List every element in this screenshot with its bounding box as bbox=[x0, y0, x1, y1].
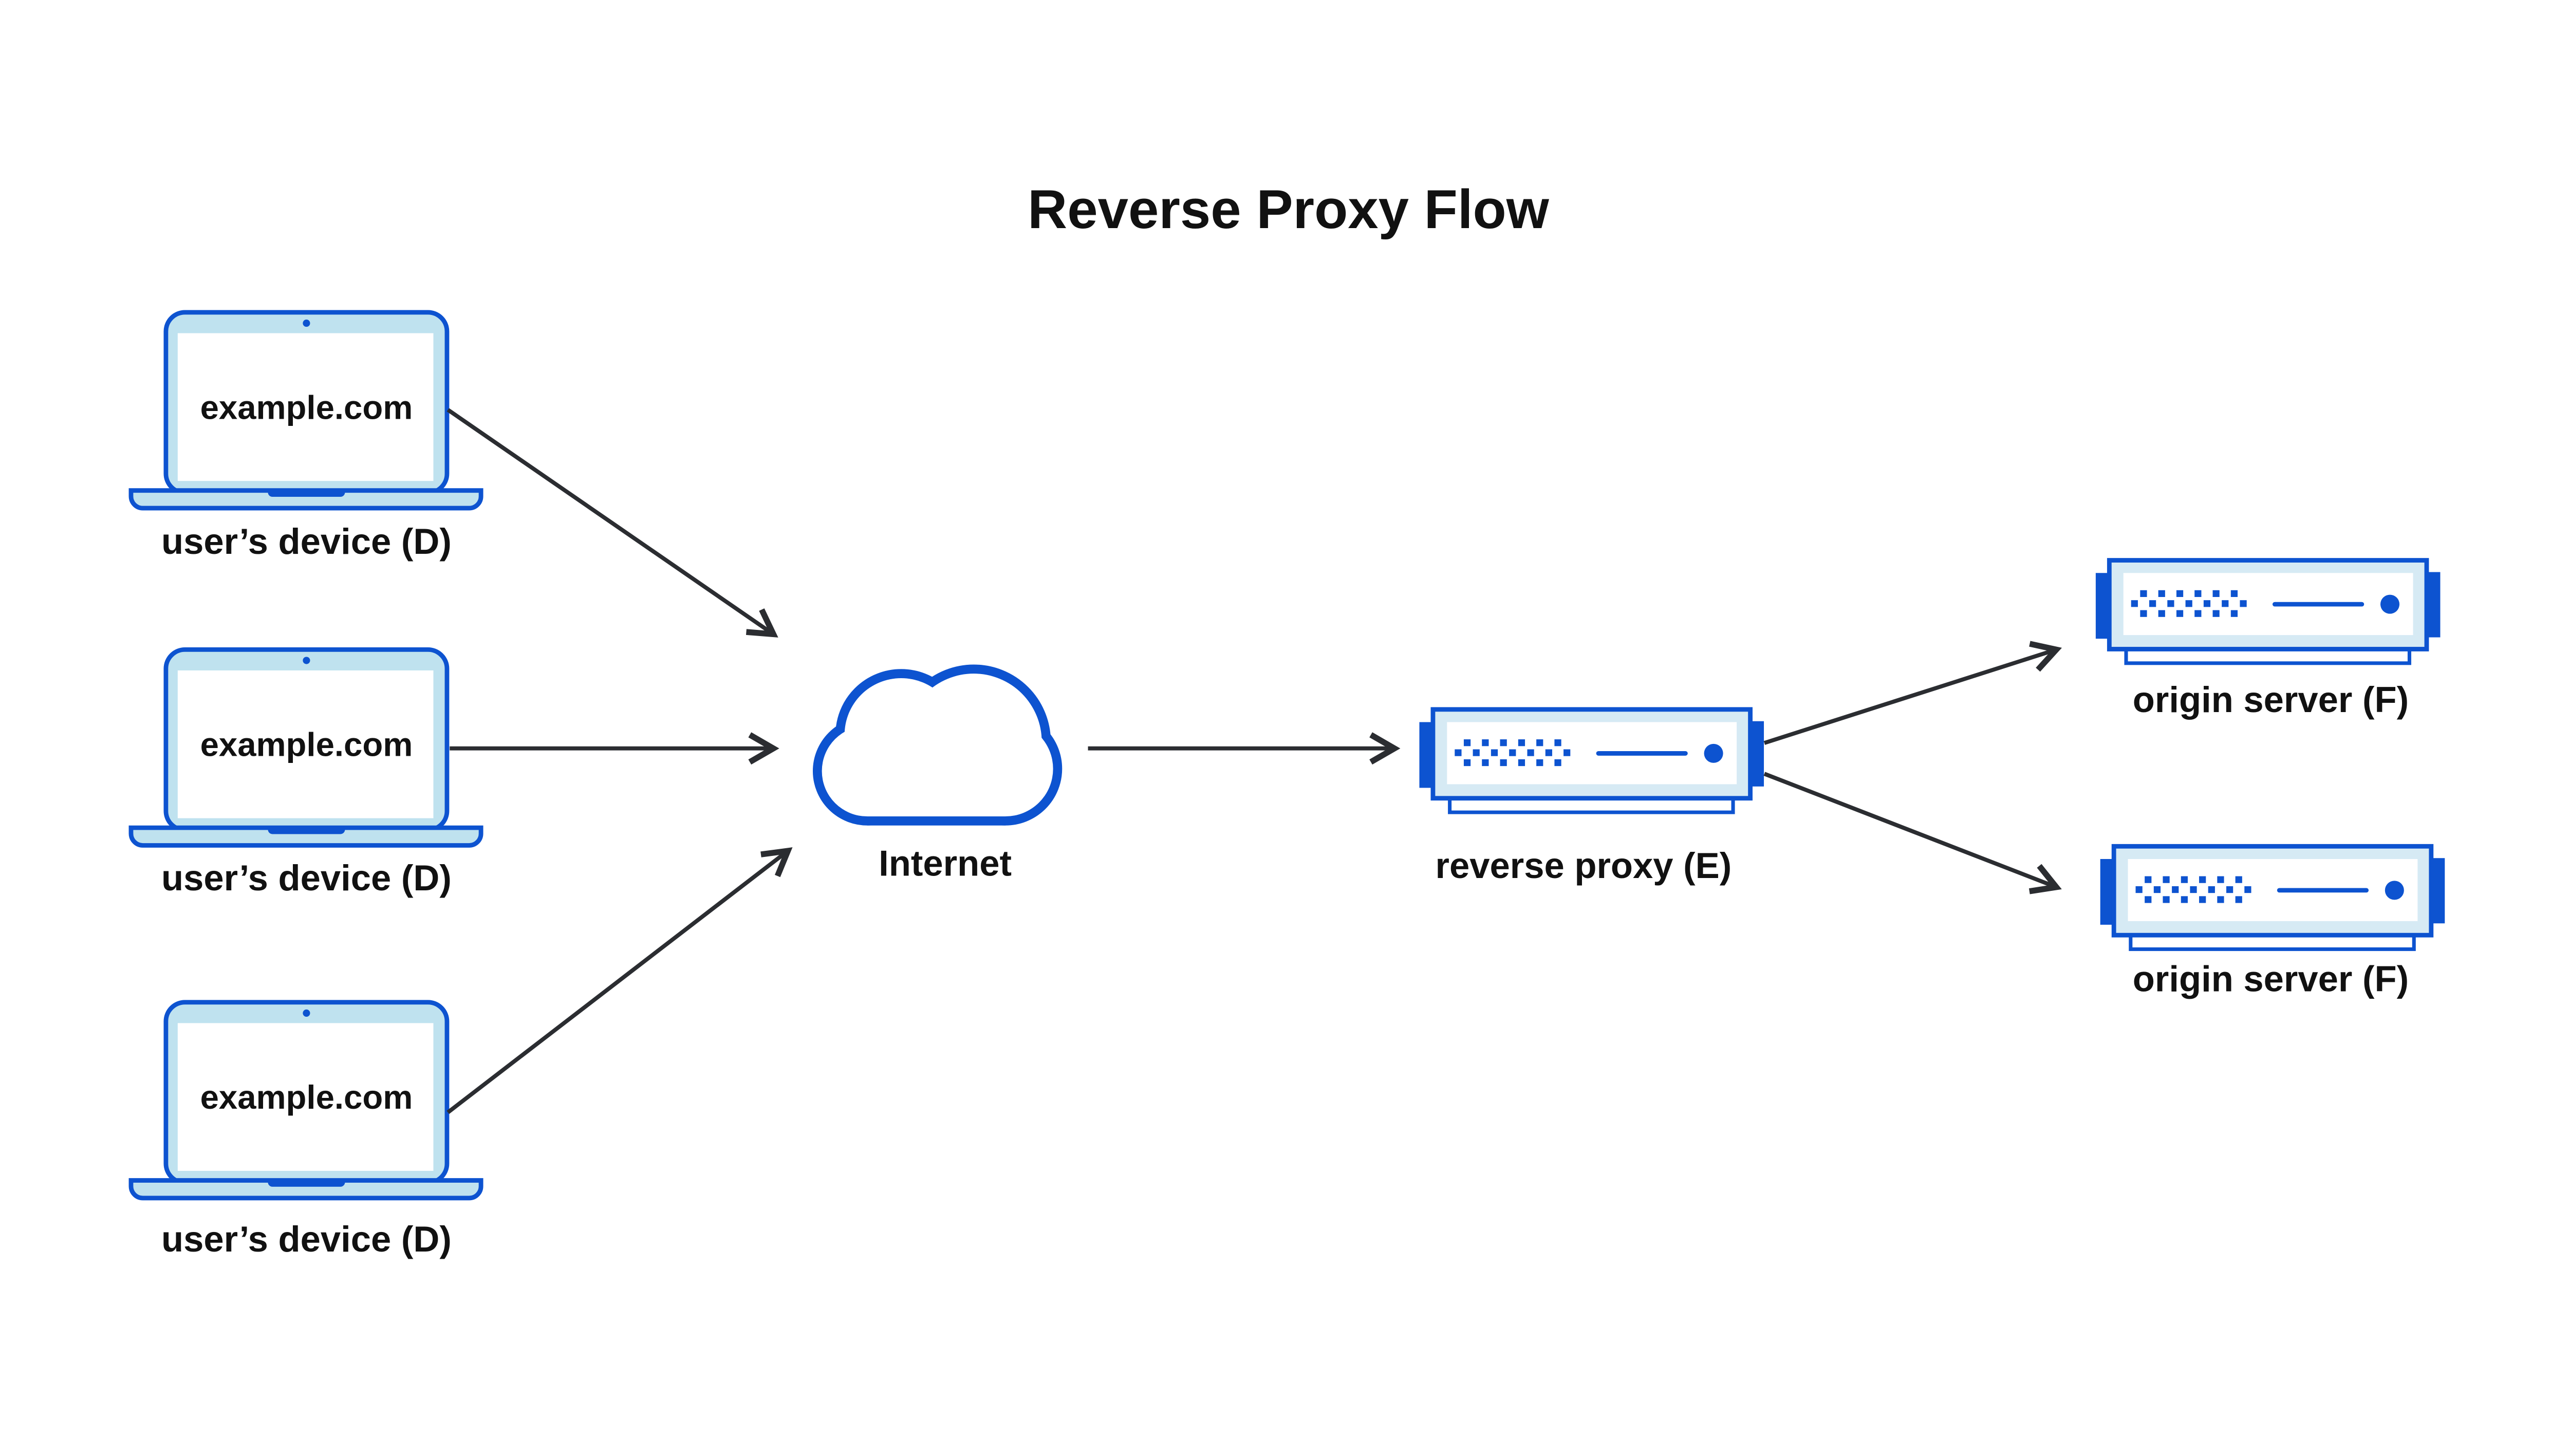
arrow-shaft bbox=[1763, 772, 2057, 889]
arrowhead-icon bbox=[1369, 732, 1401, 765]
arrow-reverse-proxy-to-origin2 bbox=[1763, 772, 2062, 894]
arrowhead-icon bbox=[748, 732, 779, 765]
cloud-icon bbox=[812, 664, 1063, 826]
origin-server-label: origin server (F) bbox=[2133, 679, 2409, 720]
arrow-shaft bbox=[446, 849, 789, 1114]
page-title: Reverse Proxy Flow bbox=[1028, 178, 1550, 240]
node-reverse-proxy: reverse proxy (E) bbox=[1419, 710, 1764, 886]
reverse-proxy-label: reverse proxy (E) bbox=[1436, 845, 1732, 886]
arrowhead-icon bbox=[746, 608, 778, 638]
device-screen-text: example.com bbox=[200, 388, 413, 426]
arrow-shaft bbox=[446, 408, 775, 636]
arrowhead-icon bbox=[2029, 641, 2062, 672]
arrow-shaft bbox=[1763, 647, 2057, 745]
arrowhead-icon bbox=[760, 847, 793, 878]
origin-server-label: origin server (F) bbox=[2133, 959, 2409, 999]
server-icon bbox=[2096, 561, 2441, 663]
cloud-body bbox=[822, 674, 1053, 817]
arrow-device1-to-internet bbox=[446, 408, 778, 638]
internet-label: Internet bbox=[879, 843, 1012, 884]
arrow-reverse-proxy-to-origin1 bbox=[1763, 641, 2062, 745]
server-icon bbox=[2100, 846, 2445, 949]
arrowhead-icon bbox=[2028, 864, 2062, 894]
device-screen-text: example.com bbox=[200, 1078, 413, 1116]
node-user-device-3: example.com user’s device (D) bbox=[131, 1002, 481, 1259]
server-icon bbox=[1419, 710, 1764, 812]
device-label: user’s device (D) bbox=[161, 1219, 452, 1259]
node-user-device-1: example.com user’s device (D) bbox=[131, 312, 481, 562]
node-user-device-2: example.com user’s device (D) bbox=[131, 649, 481, 898]
device-label: user’s device (D) bbox=[161, 857, 452, 898]
arrow-internet-to-reverse-proxy bbox=[1088, 732, 1401, 765]
node-origin-server-2: origin server (F) bbox=[2100, 846, 2445, 999]
arrow-device3-to-internet bbox=[446, 847, 793, 1114]
arrow-device2-to-internet bbox=[450, 732, 779, 765]
node-internet: Internet bbox=[812, 664, 1063, 884]
device-screen-text: example.com bbox=[200, 726, 413, 763]
node-origin-server-1: origin server (F) bbox=[2096, 561, 2441, 720]
device-label: user’s device (D) bbox=[161, 521, 452, 562]
